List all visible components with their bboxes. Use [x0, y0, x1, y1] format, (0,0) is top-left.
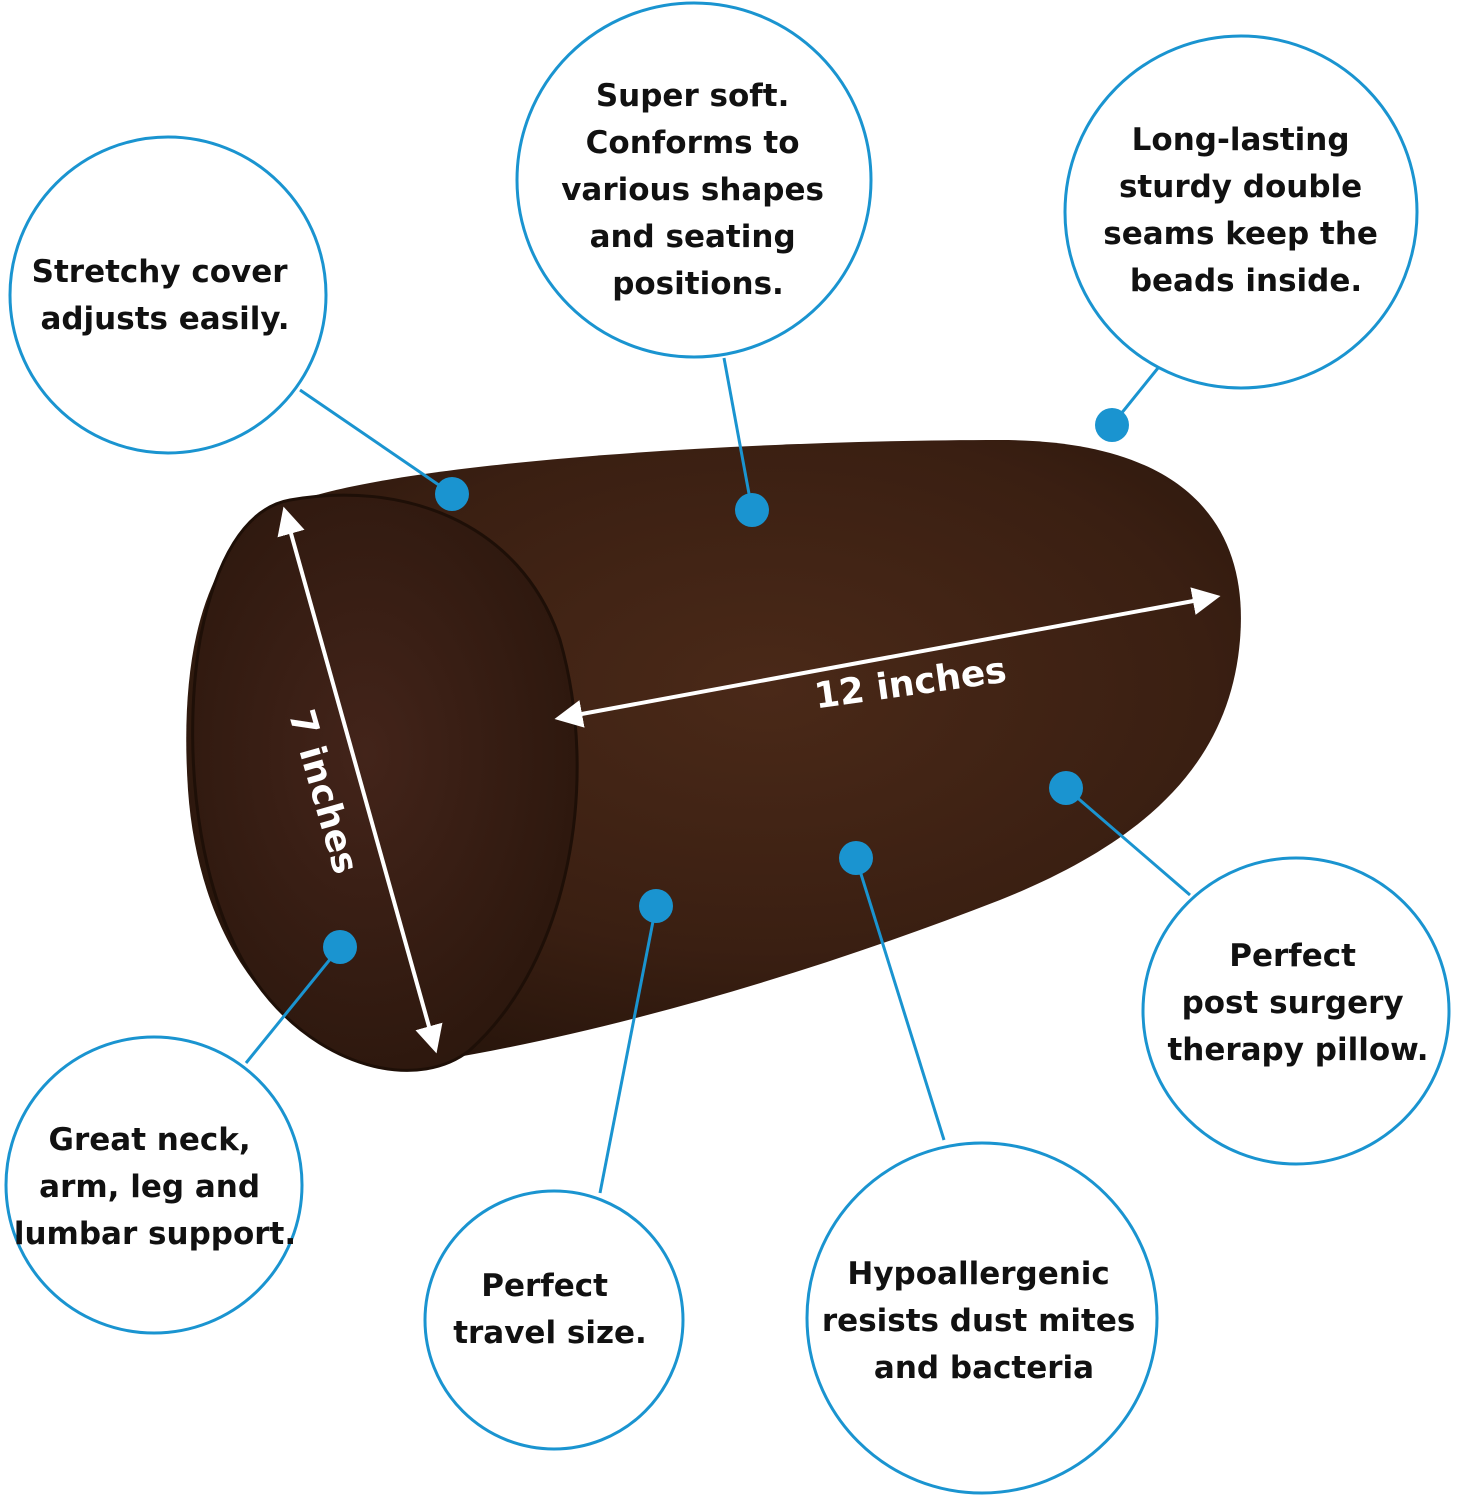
callout-neck: Great neck, arm, leg and lumbar support. — [14, 1122, 296, 1252]
callout-line: various shapes — [561, 172, 824, 208]
callout-line: beads inside. — [1130, 263, 1362, 299]
callout-circle-hypo — [805, 1141, 1159, 1495]
callout-circle-travel — [423, 1189, 685, 1451]
callout-line: positions. — [612, 266, 784, 302]
callout-line: and seating — [590, 219, 796, 255]
dot-hypo — [839, 841, 873, 875]
pillow-end-cap — [191, 493, 579, 1072]
callout-line: lumbar support. — [14, 1216, 296, 1252]
callout-line: and bacteria — [874, 1350, 1094, 1386]
callout-line: seams keep the — [1103, 216, 1378, 252]
callout-line: Great neck, — [49, 1122, 251, 1158]
callout-circle-surgery — [1141, 856, 1451, 1166]
callout-circle-neck — [4, 1035, 304, 1335]
callout-circle-soft — [515, 1, 873, 359]
callout-line: travel size. — [453, 1315, 647, 1351]
callout-circle-stretchy — [8, 135, 328, 455]
callout-surgery: Perfect post surgery therapy pillow. — [1167, 938, 1428, 1068]
callout-line: sturdy double — [1119, 169, 1362, 205]
dot-neck — [323, 930, 357, 964]
leader-hypo — [854, 857, 946, 1141]
callout-line: Hypoallergenic — [847, 1256, 1109, 1292]
callout-line: Stretchy cover — [32, 254, 289, 290]
anchor-dots — [323, 408, 1129, 964]
callout-texts: Stretchy cover adjusts easily. Super sof… — [14, 78, 1429, 1386]
callout-line: Long-lasting — [1132, 122, 1350, 158]
callout-line: Conforms to — [586, 125, 800, 161]
dot-surgery — [1049, 771, 1083, 805]
callout-circle-seams — [1063, 34, 1419, 390]
callout-hypo: Hypoallergenic resists dust mites and ba… — [822, 1256, 1146, 1386]
diameter-arrow — [277, 506, 443, 1054]
callout-line: Perfect — [1229, 938, 1356, 974]
callout-line: post surgery — [1182, 985, 1404, 1021]
length-arrow — [554, 587, 1221, 728]
callout-circles — [4, 1, 1451, 1495]
dot-stretchy — [435, 477, 469, 511]
dot-travel — [639, 889, 673, 923]
leader-stretchy — [299, 388, 453, 496]
callout-line: adjusts easily. — [40, 301, 289, 337]
callout-travel: Perfect travel size. — [453, 1268, 647, 1351]
leader-soft — [722, 357, 754, 511]
callout-line: Super soft. — [596, 78, 790, 114]
pillow-image — [186, 440, 1241, 1072]
callout-line: Perfect — [481, 1268, 608, 1304]
callout-soft: Super soft. Conforms to various shapes a… — [561, 78, 835, 302]
dot-soft — [735, 493, 769, 527]
callout-line: therapy pillow. — [1167, 1032, 1428, 1068]
callout-line: resists dust mites — [822, 1303, 1135, 1339]
leader-neck — [244, 946, 342, 1064]
leader-surgery — [1065, 786, 1191, 897]
callout-stretchy: Stretchy cover adjusts easily. — [32, 254, 299, 337]
callout-seams: Long-lasting sturdy double seams keep th… — [1103, 122, 1388, 299]
dot-seams — [1095, 408, 1129, 442]
leader-travel — [598, 905, 658, 1194]
callout-line: arm, leg and — [39, 1169, 260, 1205]
